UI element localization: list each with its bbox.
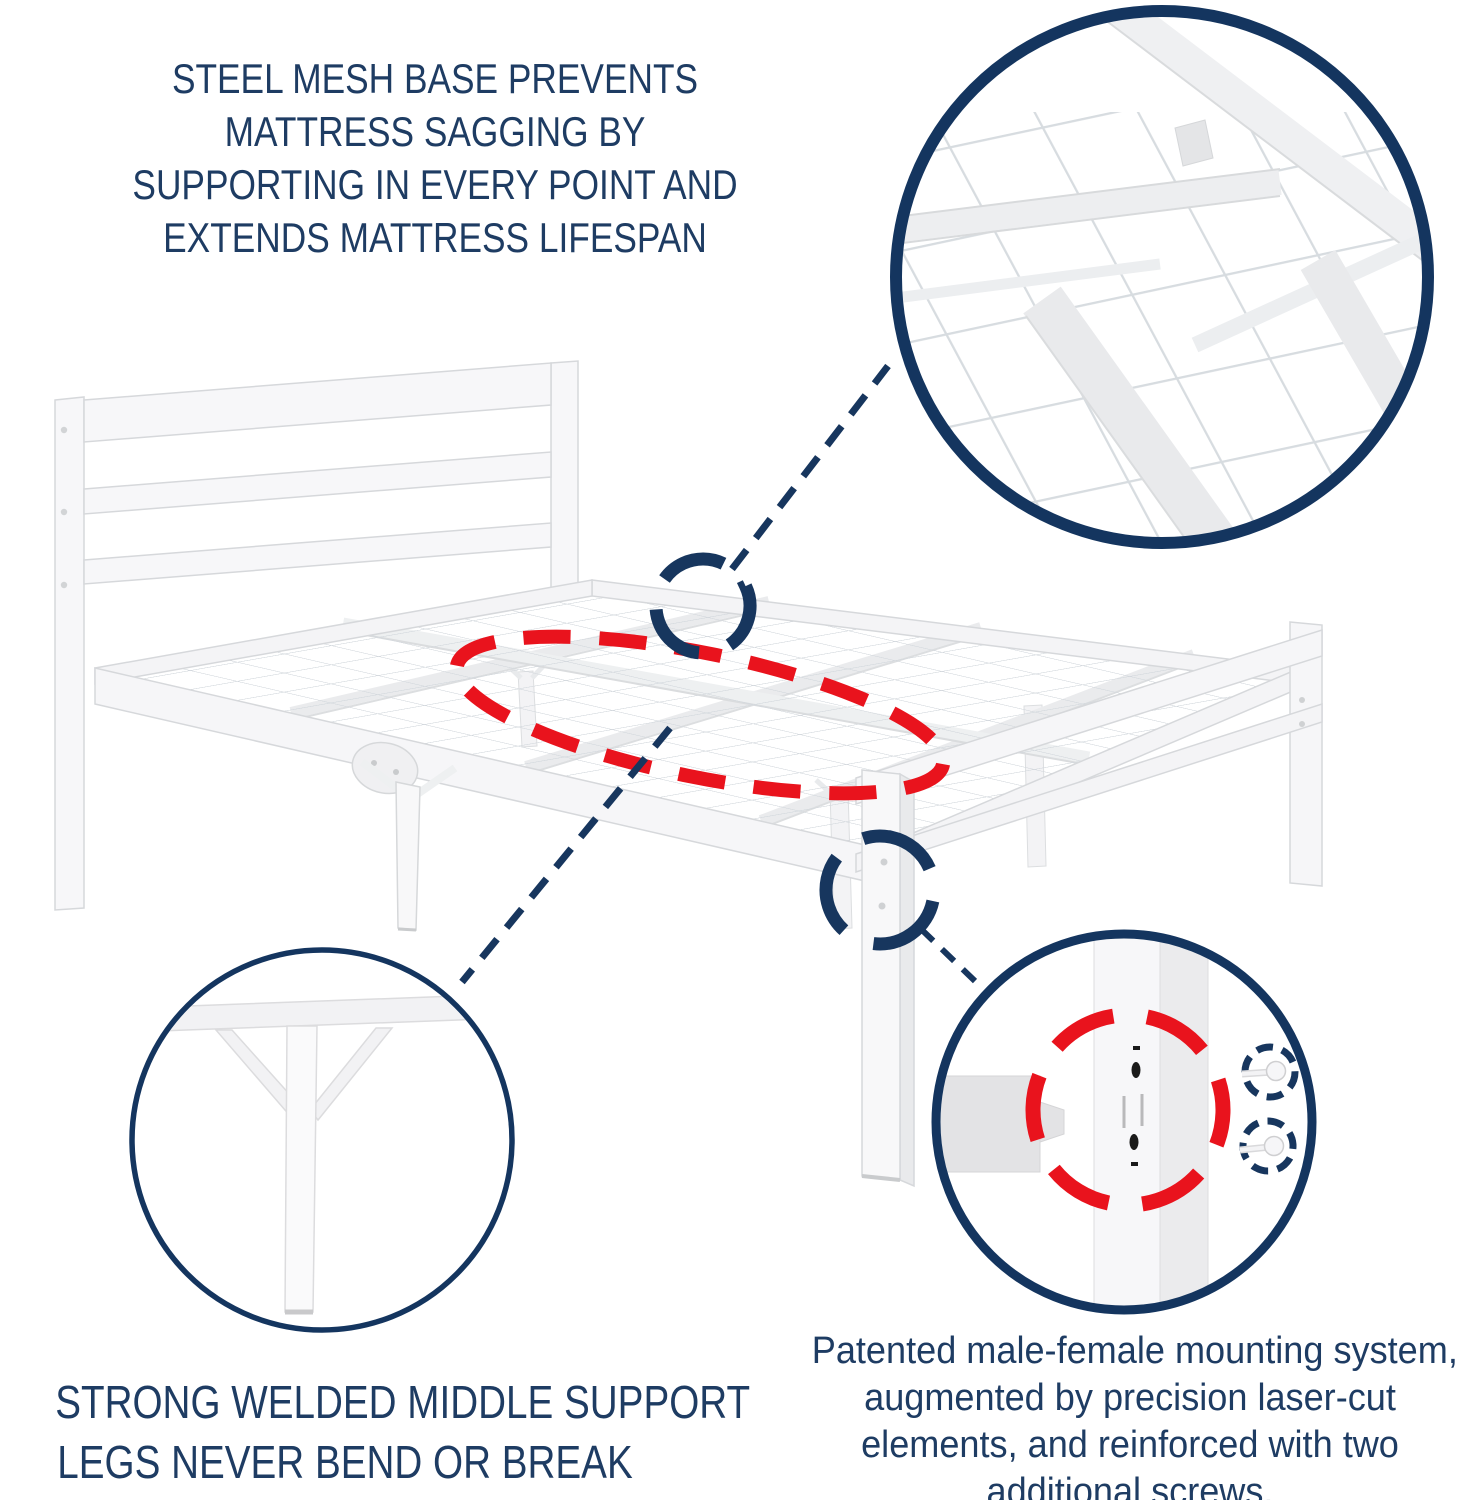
mesh-zoom-inset <box>890 5 1434 549</box>
callout-support-legs-text: STRONG WELDED MIDDLE SUPPORT LEGS NEVER … <box>55 1372 751 1492</box>
leg-zoom-content <box>135 993 509 1315</box>
mounting-line-3: elements, and reinforced with two <box>861 1424 1399 1466</box>
footboard-screw-dots <box>878 697 1305 910</box>
mounting-zoom-content <box>940 938 1299 1306</box>
connector-line-mount <box>918 926 980 986</box>
headboard-top-rail <box>83 362 552 443</box>
connector-line-mesh <box>729 363 891 572</box>
leg-joint-callout-marker <box>819 829 941 951</box>
headboard-screw-dots <box>60 426 68 589</box>
callout-steel-mesh-text: STEEL MESH BASE PREVENTS MATTRESS SAGGIN… <box>116 52 754 264</box>
laser-cut-holes <box>1129 1046 1141 1166</box>
screw-icon <box>1239 1117 1297 1175</box>
mesh-zoom-content <box>901 16 1423 538</box>
mounting-line-1: Patented male-female mounting system, <box>811 1330 1458 1372</box>
mounting-zoom-ring <box>931 929 1317 1315</box>
leg-zoom-ring <box>129 947 515 1333</box>
steel-mesh-line-1: STEEL MESH BASE PREVENTS <box>171 55 699 102</box>
headboard-mid-rail <box>83 451 552 515</box>
dashed-connector-lines <box>459 363 980 986</box>
footboard-far-leg <box>1289 621 1323 887</box>
mounting-zoom-inset <box>931 929 1317 1315</box>
steel-mesh-line-2: MATTRESS SAGGING BY <box>224 108 646 155</box>
connector-line-leg <box>459 725 673 985</box>
mount-red-circle <box>1025 1007 1231 1213</box>
steel-mesh-line-3: SUPPORTING IN EVERY POINT AND <box>132 161 738 208</box>
mesh-deck <box>94 579 1301 932</box>
headboard-left-post <box>54 396 85 911</box>
screw-icon <box>1241 1043 1299 1101</box>
headboard-lower-rail <box>83 522 552 585</box>
callout-mounting-system-text: Patented male-female mounting system, au… <box>811 1328 1458 1500</box>
mounting-line-2: augmented by precision laser-cut <box>864 1377 1396 1419</box>
mounting-line-4: additional screws. <box>986 1471 1274 1500</box>
male-rail-end <box>940 1075 1041 1173</box>
mesh-zoom-ring <box>890 5 1434 549</box>
footboard <box>855 621 1323 1188</box>
support-legs-line-1: STRONG WELDED MIDDLE SUPPORT <box>55 1376 751 1428</box>
leg-zoom-inset <box>129 947 515 1333</box>
mesh-callout-marker <box>649 552 757 660</box>
fold-joint-dots <box>371 760 399 775</box>
bed-frame-illustration <box>54 360 1323 1188</box>
fold-joint-plate <box>351 741 419 795</box>
support-legs-line-2: LEGS NEVER BEND OR BREAK <box>57 1436 633 1488</box>
steel-mesh-line-4: EXTENDS MATTRESS LIFESPAN <box>163 214 707 261</box>
footboard-lower-rail <box>855 702 1323 874</box>
middle-support-leg <box>359 758 458 932</box>
red-highlight-oval <box>449 629 951 801</box>
